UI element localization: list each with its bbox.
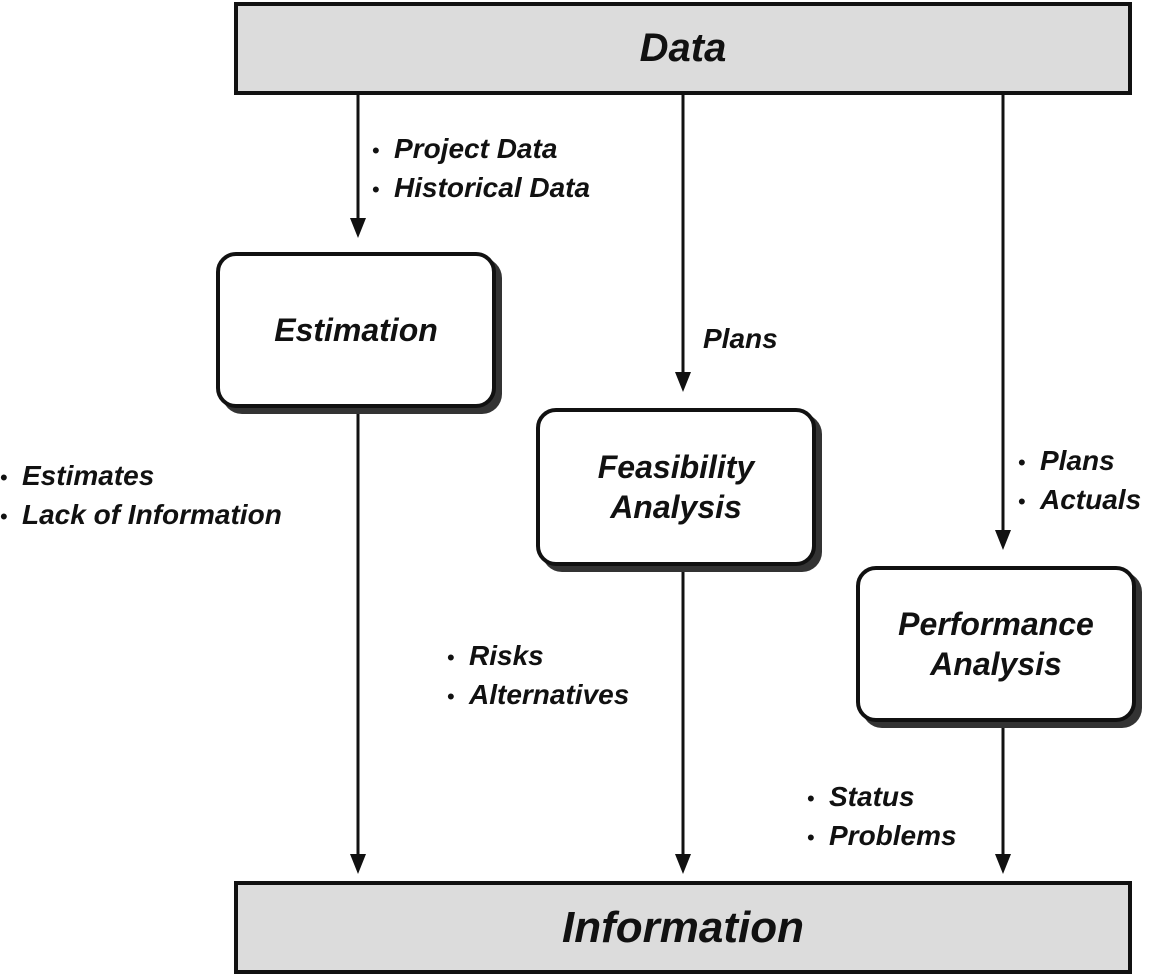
- label-item: Risks: [447, 637, 629, 676]
- label-item: Historical Data: [372, 169, 590, 208]
- performance-label-line2: Analysis: [930, 646, 1062, 682]
- label-item: Plans: [1018, 442, 1141, 481]
- estimation-box: Estimation: [216, 252, 496, 408]
- label-item: Status: [807, 778, 957, 817]
- label-item: Estimates: [0, 457, 282, 496]
- information-bar: Information: [234, 881, 1132, 974]
- feasibility-label-line1: Feasibility: [597, 449, 755, 485]
- label-item: Lack of Information: [0, 496, 282, 535]
- label-item: Alternatives: [447, 676, 629, 715]
- feasibility-label-line2: Analysis: [610, 489, 742, 525]
- performance-label-line1: Performance: [898, 606, 1094, 642]
- label-estimation-out: Estimates Lack of Information: [0, 457, 282, 535]
- information-bar-label: Information: [562, 902, 804, 952]
- label-performance-out: Status Problems: [807, 778, 957, 856]
- label-item: Problems: [807, 817, 957, 856]
- data-bar: Data: [234, 2, 1132, 95]
- label-feasibility-out: Risks Alternatives: [447, 637, 629, 715]
- label-data-to-feasibility: Plans: [703, 320, 778, 357]
- feasibility-analysis-box: Feasibility Analysis: [536, 408, 816, 566]
- performance-analysis-box: Performance Analysis: [856, 566, 1136, 722]
- estimation-label: Estimation: [274, 312, 438, 348]
- label-data-to-performance: Plans Actuals: [1018, 442, 1141, 520]
- data-bar-label: Data: [639, 26, 727, 70]
- label-item: Plans: [703, 323, 778, 354]
- label-item: Project Data: [372, 130, 590, 169]
- label-data-to-estimation: Project Data Historical Data: [372, 130, 590, 208]
- label-item: Actuals: [1018, 481, 1141, 520]
